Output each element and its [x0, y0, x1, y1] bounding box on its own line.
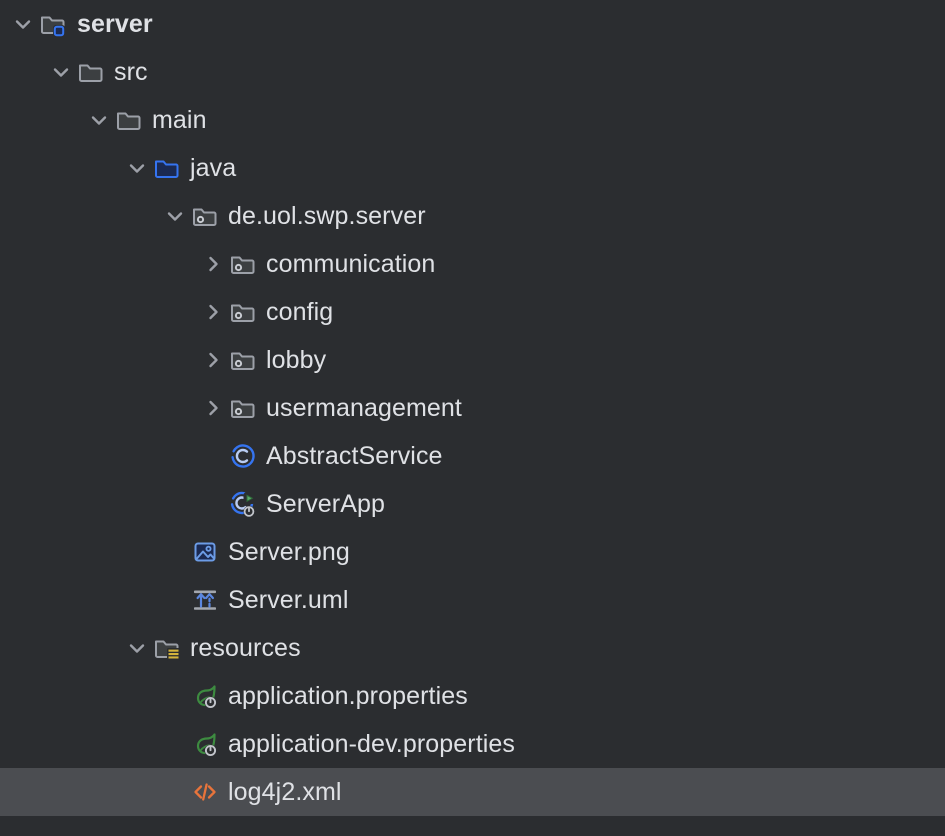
chevron-down-icon[interactable]	[122, 624, 152, 672]
chevron-down-icon[interactable]	[160, 192, 190, 240]
tree-indent-spacer	[0, 264, 198, 265]
tree-row-main[interactable]: main	[0, 96, 945, 144]
tree-row-src[interactable]: src	[0, 48, 945, 96]
tree-row-abstractservice[interactable]: AbstractService	[0, 432, 945, 480]
twisty-placeholder	[160, 528, 190, 576]
tree-indent-spacer	[0, 648, 122, 649]
xml-file-icon	[190, 768, 220, 816]
chevron-down-icon[interactable]	[46, 48, 76, 96]
tree-row-server[interactable]: server	[0, 0, 945, 48]
tree-row-communication[interactable]: communication	[0, 240, 945, 288]
spring-properties-icon	[190, 672, 220, 720]
package-folder-icon	[228, 384, 258, 432]
tree-row-label: resources	[190, 634, 301, 662]
tree-row-label: config	[266, 298, 334, 326]
tree-row-label: Server.png	[228, 538, 350, 566]
partial-cutoff-row	[0, 824, 945, 836]
folder-icon	[152, 824, 182, 836]
spring-properties-icon	[190, 720, 220, 768]
package-folder-icon	[228, 240, 258, 288]
tree-indent-spacer	[0, 168, 122, 169]
twisty-placeholder	[160, 768, 190, 816]
image-file-icon	[190, 528, 220, 576]
tree-indent-spacer	[0, 744, 160, 745]
package-folder-icon	[228, 336, 258, 384]
tree-indent-spacer	[0, 360, 198, 361]
tree-indent-spacer	[0, 408, 198, 409]
tree-row-label: log4j2.xml	[228, 778, 342, 806]
folder-icon	[114, 96, 144, 144]
tree-row-label: application-dev.properties	[228, 730, 516, 758]
tree-row-usermanagement[interactable]: usermanagement	[0, 384, 945, 432]
tree-row-label: usermanagement	[266, 394, 462, 422]
tree-indent-spacer	[0, 120, 84, 121]
twisty-placeholder	[198, 480, 228, 528]
twisty-placeholder	[122, 824, 152, 836]
tree-row-label: Server.uml	[228, 586, 349, 614]
tree-indent-spacer	[0, 552, 160, 553]
tree-row-config[interactable]: config	[0, 288, 945, 336]
tree-row-label: java	[190, 154, 237, 182]
chevron-down-icon[interactable]	[8, 0, 38, 48]
tree-row-log4j2-xml[interactable]: log4j2.xml	[0, 768, 945, 816]
folder-icon	[76, 48, 106, 96]
uml-diagram-icon	[190, 576, 220, 624]
tree-row-label: ServerApp	[266, 490, 386, 518]
tree-indent-spacer	[0, 600, 160, 601]
resources-root-folder-icon	[152, 624, 182, 672]
tree-row-application-dev-properties[interactable]: application-dev.properties	[0, 720, 945, 768]
twisty-placeholder	[160, 576, 190, 624]
tree-row-partial-folder[interactable]	[0, 824, 945, 836]
tree-row-lobby[interactable]: lobby	[0, 336, 945, 384]
tree-indent-spacer	[0, 216, 160, 217]
chevron-down-icon[interactable]	[84, 96, 114, 144]
tree-row-label: src	[114, 58, 148, 86]
java-class-icon	[228, 432, 258, 480]
tree-row-label: de.uol.swp.server	[228, 202, 426, 230]
tree-row-label: application.properties	[228, 682, 468, 710]
chevron-right-icon[interactable]	[198, 288, 228, 336]
tree-indent-spacer	[0, 24, 8, 25]
tree-indent-spacer	[0, 312, 198, 313]
tree-indent-spacer	[0, 792, 160, 793]
tree-row-label: server	[77, 10, 153, 38]
tree-row-label: communication	[266, 250, 436, 278]
tree-row-serverapp[interactable]: ServerApp	[0, 480, 945, 528]
tree-row-label: lobby	[266, 346, 327, 374]
source-root-folder-icon	[152, 144, 182, 192]
tree-indent-spacer	[0, 456, 198, 457]
tree-indent-spacer	[0, 72, 46, 73]
tree-row-de-uol-swp-server[interactable]: de.uol.swp.server	[0, 192, 945, 240]
tree-indent-spacer	[0, 696, 160, 697]
tree-row-label: main	[152, 106, 207, 134]
tree-row-java[interactable]: java	[0, 144, 945, 192]
twisty-placeholder	[160, 672, 190, 720]
chevron-down-icon[interactable]	[122, 144, 152, 192]
java-class-runnable-icon	[228, 480, 258, 528]
chevron-right-icon[interactable]	[198, 384, 228, 432]
module-folder-icon	[38, 0, 68, 48]
chevron-right-icon[interactable]	[198, 336, 228, 384]
tree-row-label: AbstractService	[266, 442, 443, 470]
tree-row-server-uml[interactable]: Server.uml	[0, 576, 945, 624]
tree-indent-spacer	[0, 504, 198, 505]
chevron-right-icon[interactable]	[198, 240, 228, 288]
tree-row-application-properties[interactable]: application.properties	[0, 672, 945, 720]
tree-row-server-png[interactable]: Server.png	[0, 528, 945, 576]
twisty-placeholder	[198, 432, 228, 480]
package-folder-icon	[190, 192, 220, 240]
twisty-placeholder	[160, 720, 190, 768]
package-folder-icon	[228, 288, 258, 336]
tree-row-resources[interactable]: resources	[0, 624, 945, 672]
